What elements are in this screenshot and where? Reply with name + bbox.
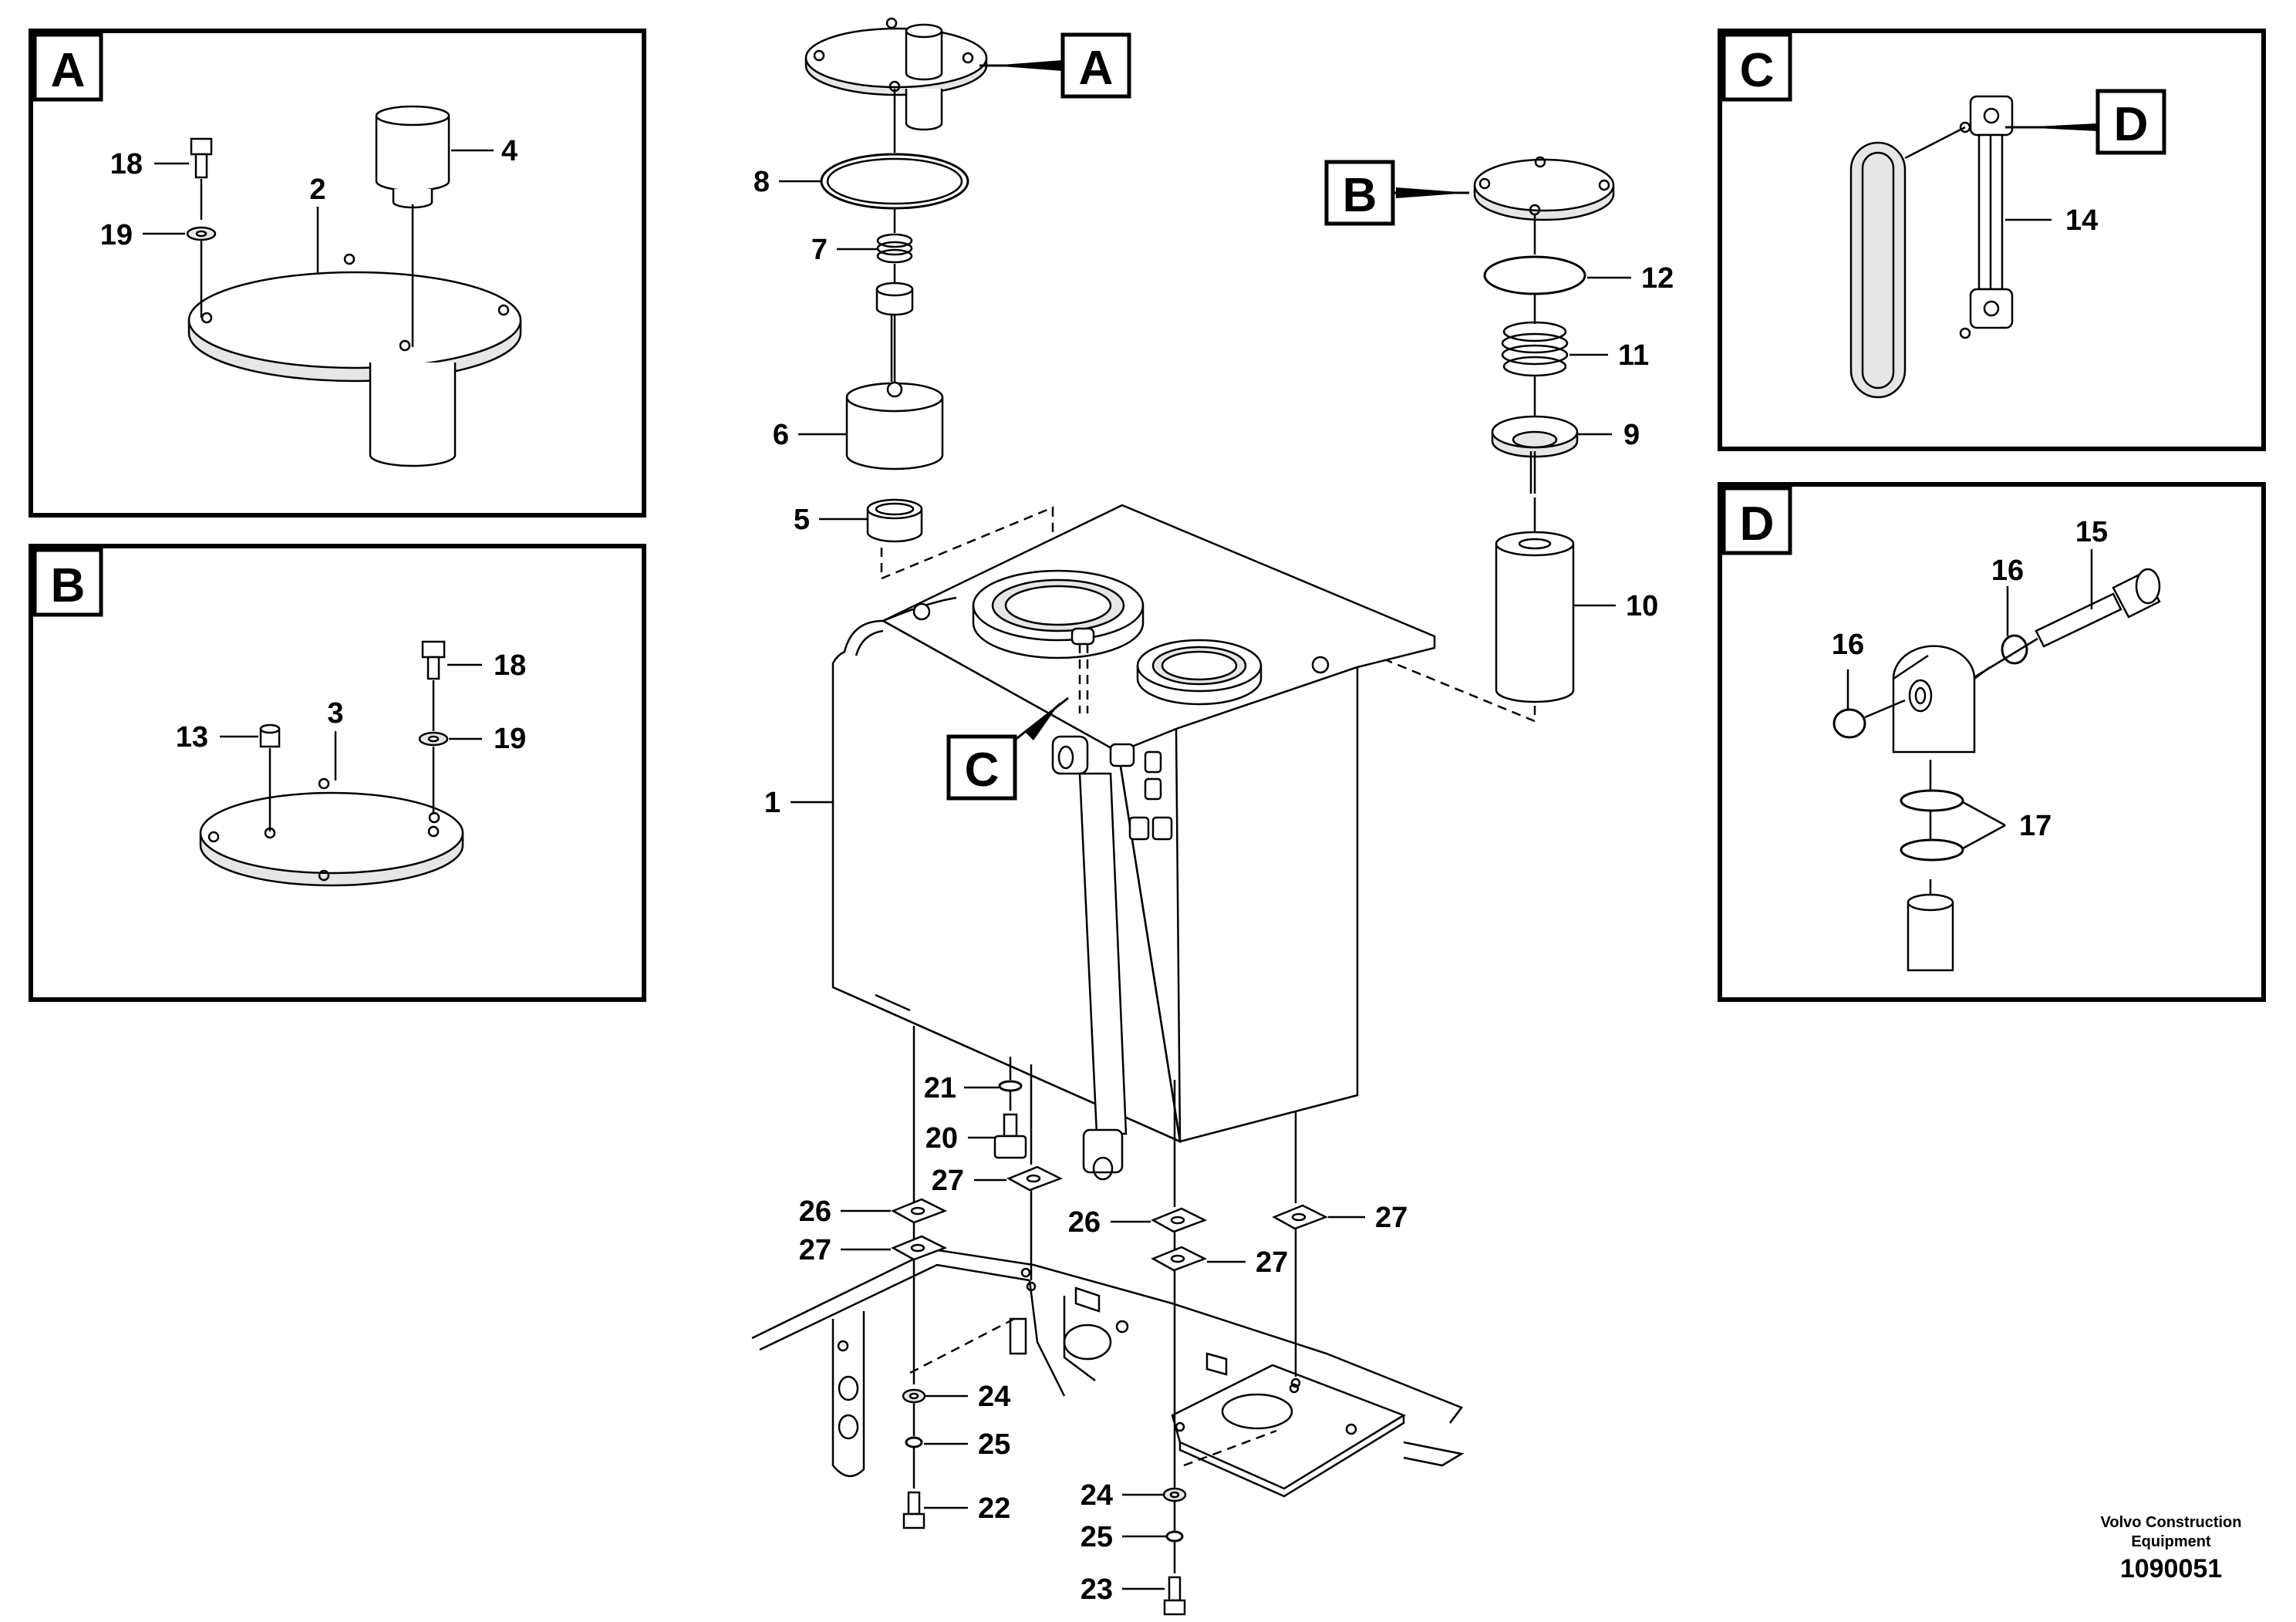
- panel-b-tag: B: [51, 559, 86, 612]
- part-10: 10: [1626, 590, 1658, 622]
- part-9: 9: [1623, 419, 1640, 451]
- detail-panel-a: A 18 4 2 19: [29, 29, 646, 518]
- part-26-right: 26: [1068, 1206, 1101, 1239]
- part-1: 1: [764, 787, 781, 819]
- part-11: 11: [1618, 339, 1649, 372]
- detail-panel-c: C 14 D: [1718, 29, 2266, 451]
- part-12: 12: [1641, 262, 1674, 295]
- part-27-far-right: 27: [1375, 1202, 1408, 1234]
- panel-d-part-15: 15: [2075, 516, 2108, 548]
- detail-panel-d: D 15 16 16 17: [1718, 482, 2266, 1002]
- panel-b-part-3: 3: [327, 697, 343, 730]
- panel-b-part-19: 19: [494, 723, 526, 755]
- panel-a-tag: A: [51, 44, 86, 97]
- panel-a-part-4: 4: [501, 135, 518, 167]
- part-22: 22: [978, 1492, 1010, 1525]
- main-exploded-view: A 8 7 6 5: [751, 17, 1674, 1616]
- main-tag-a: A: [1079, 42, 1114, 95]
- footer-credit: Volvo Construction Equipment 1090051: [2101, 1514, 2242, 1583]
- panel-c-tag: C: [1740, 44, 1775, 97]
- detail-panel-b: B 18 13 3 19: [29, 544, 646, 1002]
- part-24-right: 24: [1081, 1479, 1113, 1512]
- panel-d-part-16-right: 16: [1991, 555, 2024, 587]
- panel-c-d-tag: D: [2114, 98, 2149, 151]
- part-7: 7: [811, 234, 828, 266]
- part-8: 8: [754, 166, 770, 198]
- drawing-number: 1090051: [2120, 1554, 2222, 1583]
- main-tag-b: B: [1343, 169, 1377, 222]
- part-20: 20: [925, 1122, 958, 1155]
- panel-b-part-13: 13: [176, 721, 208, 754]
- part-24-left: 24: [978, 1381, 1010, 1413]
- part-27-left: 27: [799, 1234, 831, 1266]
- part-27-mid-left: 27: [932, 1165, 964, 1197]
- part-25-right: 25: [1081, 1521, 1113, 1553]
- company-line-2: Equipment: [2131, 1533, 2211, 1550]
- part-5: 5: [794, 504, 810, 536]
- panel-a-part-2: 2: [309, 174, 325, 206]
- panel-d-part-16-left: 16: [1832, 629, 1864, 661]
- part-21: 21: [924, 1072, 956, 1104]
- part-27-right: 27: [1256, 1246, 1288, 1279]
- part-25-left: 25: [978, 1428, 1010, 1461]
- part-26-left: 26: [799, 1195, 831, 1228]
- panel-b-part-18: 18: [494, 649, 526, 682]
- panel-d-part-17: 17: [2019, 810, 2052, 842]
- part-23: 23: [1081, 1573, 1113, 1606]
- panel-c-part-14: 14: [2065, 204, 2098, 237]
- panel-d-tag: D: [1740, 497, 1775, 551]
- panel-a-part-19: 19: [100, 219, 133, 251]
- panel-a-part-18: 18: [110, 148, 143, 180]
- main-tag-c: C: [965, 744, 1000, 797]
- part-6: 6: [773, 419, 789, 451]
- company-line-1: Volvo Construction: [2101, 1514, 2242, 1531]
